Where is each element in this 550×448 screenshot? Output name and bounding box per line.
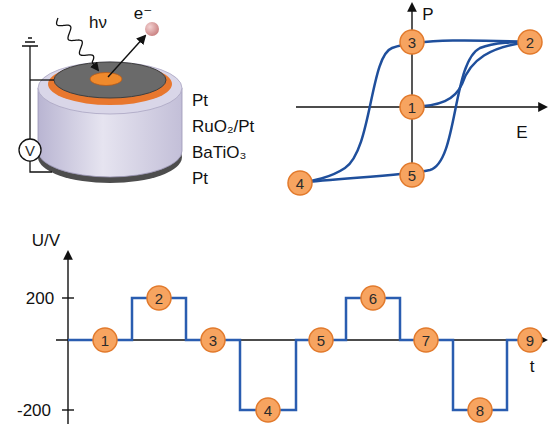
- electron: [145, 22, 159, 36]
- step-number: 5: [408, 168, 416, 183]
- circle-shape: [288, 171, 312, 195]
- wire: [30, 161, 52, 172]
- circle-shape: [361, 286, 385, 310]
- step-number: 9: [526, 333, 534, 348]
- callout-number: 1: [399, 94, 425, 120]
- step-number: 3: [209, 333, 217, 348]
- ascending-branch: [300, 42, 530, 183]
- hysteresis-axes: [296, 4, 546, 186]
- callout-number: 1: [92, 327, 118, 353]
- hysteresis-loop: [300, 40, 530, 183]
- circle-shape: [518, 30, 542, 54]
- device: [38, 62, 182, 183]
- ground-symbol: [22, 38, 38, 46]
- axis-label: t: [530, 358, 535, 375]
- aperture: [90, 73, 122, 86]
- callout-number: 5: [308, 327, 334, 353]
- particle-label: hν: [89, 14, 107, 31]
- step-number: 7: [422, 333, 430, 348]
- layer-label: Pt: [192, 170, 208, 187]
- circle-shape: [201, 328, 225, 352]
- step-number: 3: [408, 35, 416, 50]
- callout-number: 4: [255, 397, 281, 423]
- step-number: 4: [264, 403, 272, 418]
- axis-label: U/V: [32, 232, 60, 249]
- tick: [62, 409, 74, 410]
- callout-number: 6: [360, 285, 386, 311]
- circle-shape: [468, 398, 492, 422]
- voltage-pulses: [68, 298, 540, 410]
- wire: [30, 79, 54, 80]
- layer-label: Pt: [192, 92, 208, 109]
- circle-shape: [400, 95, 424, 119]
- callout-number: 2: [146, 285, 172, 311]
- callout-number: 3: [399, 29, 425, 55]
- circle-shape: [147, 286, 171, 310]
- circle-shape: [518, 328, 542, 352]
- tick-label: 200: [26, 290, 54, 307]
- source-label: V: [25, 142, 35, 157]
- top-electrode: [54, 62, 166, 98]
- callout-number: 7: [413, 327, 439, 353]
- step-number: 4: [296, 176, 304, 191]
- step-number: 1: [101, 333, 109, 348]
- tick: [62, 297, 74, 298]
- step-number: 1: [408, 100, 416, 115]
- axis-label: P: [422, 6, 433, 23]
- layer-label: BaTiO₃: [192, 144, 246, 161]
- callout-number: 3: [200, 327, 226, 353]
- step-number: 2: [526, 35, 534, 50]
- callout-number: 5: [399, 162, 425, 188]
- batio3-top: [38, 62, 182, 114]
- axis-label: E: [516, 124, 527, 141]
- callout-number: 4: [287, 170, 313, 196]
- step-number: 8: [476, 403, 484, 418]
- circle-shape: [19, 139, 41, 161]
- waveform-axes: [56, 252, 546, 424]
- circle-shape: [93, 328, 117, 352]
- voltage-source: V: [18, 138, 42, 162]
- wire: [29, 46, 30, 139]
- circle-shape: [400, 30, 424, 54]
- particle-label: e⁻: [134, 5, 152, 22]
- descending-branch: [300, 40, 530, 183]
- step-number: 2: [155, 291, 163, 306]
- step-number: 6: [369, 291, 377, 306]
- step-number: 5: [317, 333, 325, 348]
- tick-label: -200: [17, 402, 51, 419]
- virgin-curve: [412, 42, 530, 107]
- circle-shape: [400, 163, 424, 187]
- ruo2-layer: [48, 63, 172, 105]
- callout-number: 9: [517, 327, 543, 353]
- circle-shape: [256, 398, 280, 422]
- circle-shape: [414, 328, 438, 352]
- callout-number: 8: [467, 397, 493, 423]
- callout-number: 2: [517, 29, 543, 55]
- electron-arrow: [108, 36, 145, 77]
- layer-label: RuO₂/Pt: [192, 118, 254, 135]
- circle-shape: [309, 328, 333, 352]
- u-axis: [67, 252, 68, 424]
